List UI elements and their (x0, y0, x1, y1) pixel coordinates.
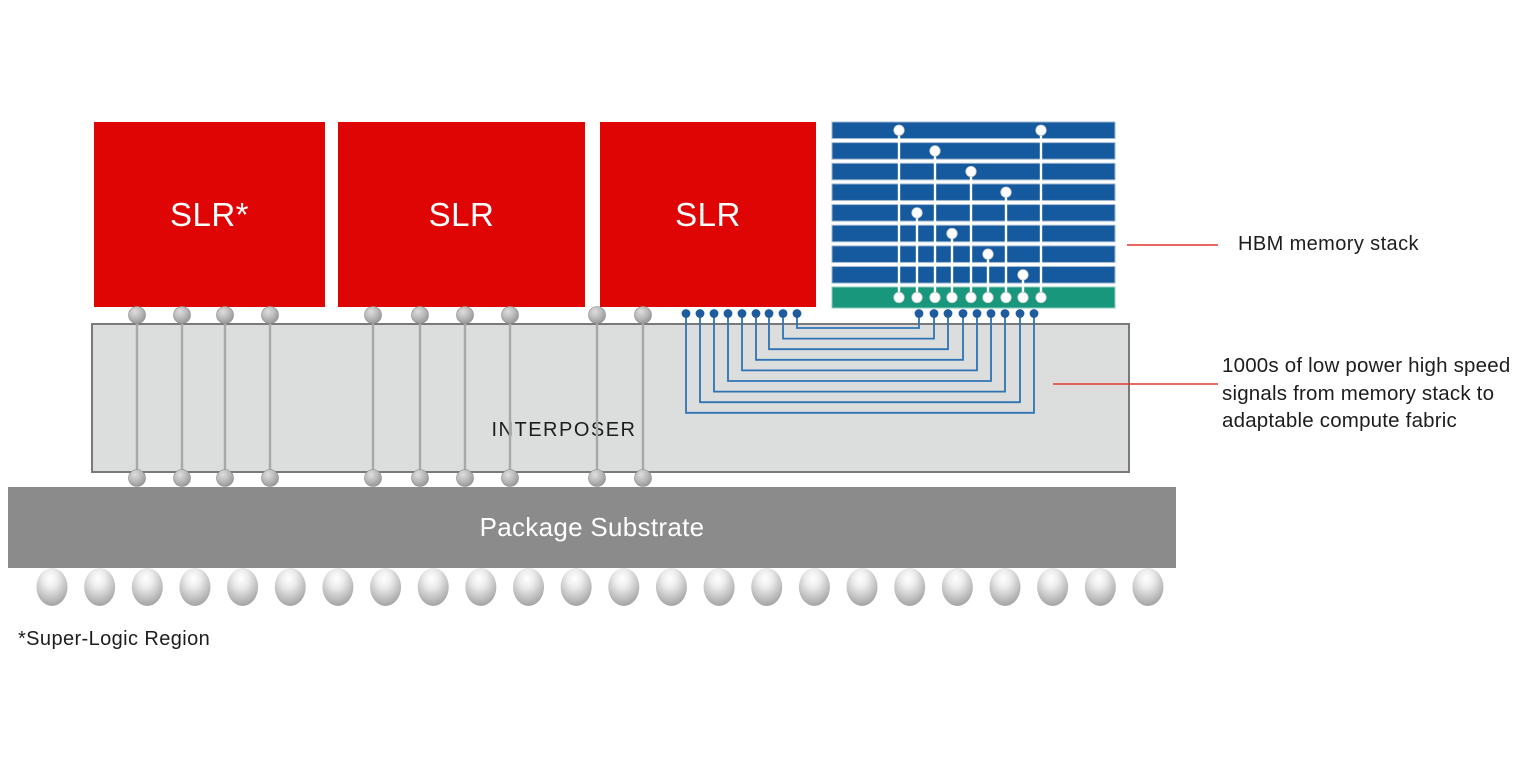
slr-block-3: SLR (600, 122, 816, 307)
hbm-dram-layer (831, 142, 1116, 160)
hbm-tsv-top-node (911, 207, 923, 219)
bga-ball (179, 568, 211, 606)
hbm-tsv-bottom-node (893, 291, 905, 304)
bga-ball (227, 568, 259, 606)
microbump-sphere (173, 306, 191, 324)
hbm-tsv-top-node (1035, 124, 1047, 136)
hbm-tsv-top-node (1017, 269, 1029, 281)
microbump-dot (695, 309, 705, 318)
hbm-tsv-bottom-node (965, 291, 977, 304)
microbump-sphere (588, 306, 606, 324)
bga-ball (370, 568, 402, 606)
hbm-tsv-bottom-node (1017, 291, 1029, 304)
slr-block-1-label: SLR* (169, 195, 250, 233)
package-substrate: Package Substrate (8, 487, 1176, 568)
hbm-tsv-bottom-node (946, 291, 958, 304)
bga-ball (36, 568, 68, 606)
microbump-sphere (501, 306, 519, 324)
hbm-tsv-top-node (946, 227, 958, 240)
bga-ball (894, 568, 926, 606)
bga-ball (1084, 568, 1116, 606)
slr-block-3-label: SLR (675, 195, 741, 233)
slr-block-2: SLR (338, 122, 585, 307)
microbump-dot (1015, 309, 1025, 318)
bga-ball (465, 568, 497, 606)
hbm-tsv-top-node (929, 145, 941, 157)
hbm-tsv-bottom-node (982, 291, 994, 304)
hbm-dram-layer (831, 162, 1116, 181)
microbump-sphere (261, 306, 279, 324)
slr-block-1: SLR* (94, 122, 325, 307)
interposer-label: INTERPOSER (491, 419, 637, 441)
microbump-dot (778, 309, 788, 318)
hbm-dram-layer (831, 245, 1116, 263)
microbump-sphere (456, 306, 474, 324)
microbump-dot (723, 309, 733, 318)
hbm-dram-layer (831, 266, 1116, 284)
microbump-sphere (364, 306, 382, 324)
interposer: INTERPOSER (91, 323, 1130, 473)
microbump-dot (751, 309, 761, 318)
bga-ball (1132, 568, 1164, 606)
bga-ball (131, 568, 163, 606)
microbump-dot (943, 309, 953, 318)
bga-ball (798, 568, 830, 606)
hbm-tsv-top-node (965, 165, 977, 178)
hbm-dram-layer (831, 183, 1116, 201)
hbm-tsv-top-node (893, 124, 905, 136)
microbump-dot (681, 309, 691, 318)
hbm-dram-layer (831, 204, 1116, 222)
bga-ball (274, 568, 306, 606)
microbump-dot (1000, 309, 1010, 318)
hbm-tsv-bottom-node (1035, 291, 1047, 304)
microbump-dot (972, 309, 982, 318)
hbm-tsv-bottom-node (929, 291, 941, 304)
microbump-sphere (634, 306, 652, 324)
slr-block-2-label: SLR (428, 195, 495, 233)
bga-ball (941, 568, 973, 606)
bga-ball (1037, 568, 1069, 606)
hbm-tsv-bottom-node (911, 291, 923, 304)
bga-ball (417, 568, 449, 606)
footnote: *Super-Logic Region (18, 628, 211, 650)
signals-annotation-line1: 1000s of low power high speed (1222, 354, 1511, 377)
bga-ball (751, 568, 783, 606)
bga-ball (989, 568, 1021, 606)
signals-annotation: 1000s of low power high speed signals fr… (1222, 352, 1510, 435)
microbump-dot (792, 309, 802, 318)
hbm-dram-layer (831, 121, 1116, 139)
microbump-sphere (128, 306, 146, 324)
bga-ball (560, 568, 592, 606)
signals-annotation-line3: adaptable compute fabric (1222, 409, 1458, 432)
bga-ball (322, 568, 354, 606)
hbm-dram-layer (831, 224, 1116, 243)
bga-ball (655, 568, 687, 606)
bga-ball (608, 568, 640, 606)
microbump-sphere (411, 306, 429, 324)
microbump-dot (986, 309, 996, 318)
hbm-tsv-top-node (1000, 186, 1012, 198)
signals-annotation-line2: signals from memory stack to (1222, 381, 1495, 405)
microbump-dot (737, 309, 747, 318)
microbump-dot (929, 309, 939, 318)
bga-ball (703, 568, 735, 606)
microbump-sphere (216, 306, 234, 324)
bga-ball (84, 568, 116, 606)
bga-ball (846, 568, 878, 606)
package-substrate-label: Package Substrate (479, 512, 705, 542)
hbm-tsv-bottom-node (1000, 291, 1012, 304)
hbm-annotation: HBM memory stack (1238, 233, 1419, 255)
microbump-dot (958, 309, 968, 318)
microbump-dot (709, 309, 719, 318)
bga-ball (513, 568, 544, 606)
hbm-base-die (831, 286, 1116, 309)
microbump-dot (764, 309, 774, 318)
microbump-dot (1029, 309, 1039, 318)
microbump-dot (914, 309, 924, 318)
hbm-tsv-top-node (982, 248, 994, 260)
